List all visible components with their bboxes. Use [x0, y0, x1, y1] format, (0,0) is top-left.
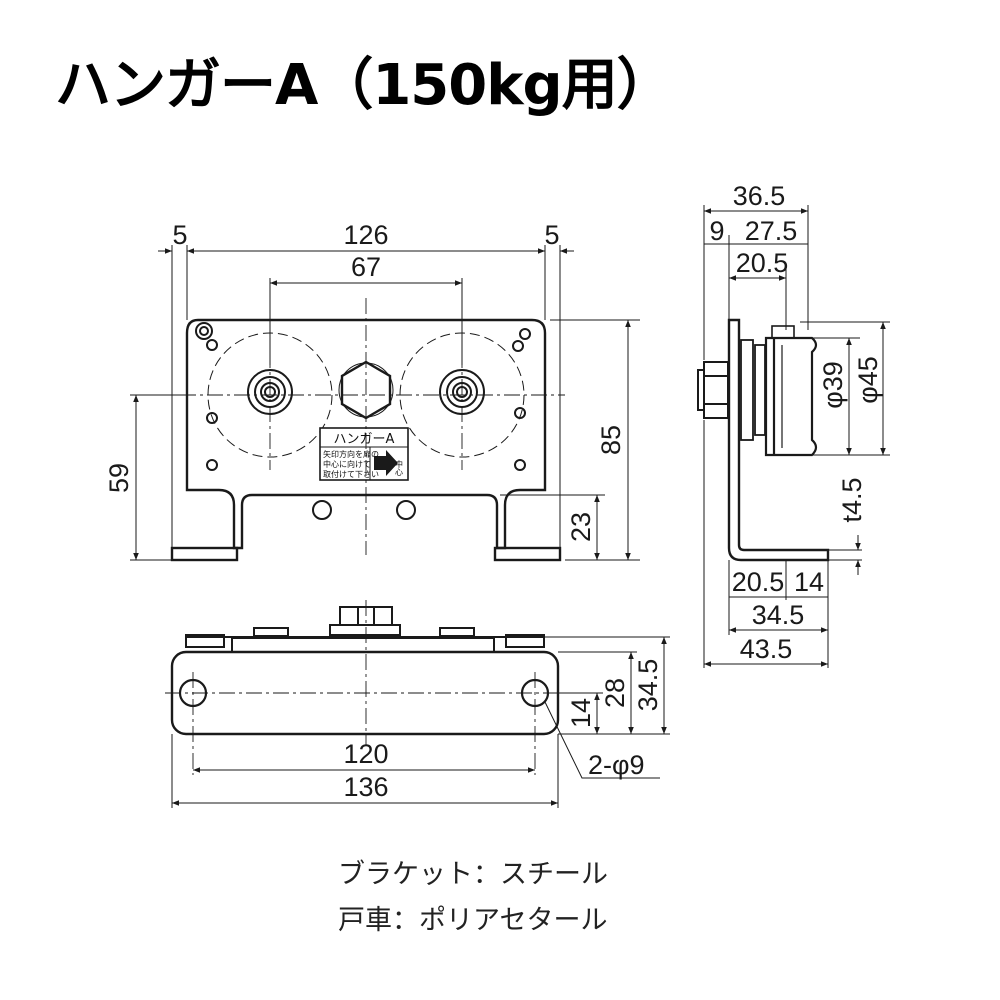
side-dim-width-total: 36.5: [733, 181, 786, 211]
front-dim-height-total: 85: [596, 425, 626, 455]
front-label-line3: 取付けて下さい: [323, 469, 379, 479]
side-dim-base-total: 43.5: [740, 634, 793, 664]
bottom-dim-depth-mid: 28: [600, 678, 630, 708]
front-label-plate: [319, 427, 409, 481]
side-dim-offset: 9: [709, 216, 724, 246]
front-dim-top-right: 5: [544, 220, 559, 250]
side-dim-base-right: 14: [794, 567, 824, 597]
bottom-extension-lines: [171, 636, 670, 808]
material-note-bracket: ブラケット：スチール: [338, 859, 608, 890]
front-dim-top-total: 126: [343, 220, 388, 250]
front-label-line1: 矢印方向を扉の: [323, 449, 379, 459]
front-view: [130, 245, 640, 562]
side-view: [697, 205, 890, 668]
side-dim-base-mid: 34.5: [752, 600, 805, 630]
side-dimension-lines: [704, 208, 886, 667]
front-holes: [195, 322, 531, 520]
side-dim-inner: 20.5: [736, 248, 789, 278]
front-dim-height-center: 59: [104, 463, 134, 493]
bottom-dim-depth-total: 34.5: [633, 659, 663, 712]
front-label-title: ハンガーA: [334, 432, 395, 447]
bottom-dim-depth-hole: 14: [566, 698, 596, 728]
side-dim-thickness: t4.5: [837, 477, 867, 522]
side-axle: [740, 339, 766, 441]
side-dim-base-left: 20.5: [732, 567, 785, 597]
side-dim-dia-inner: φ39: [818, 361, 848, 409]
bottom-hole-spec: 2-φ9: [588, 750, 645, 780]
side-wheel: [764, 325, 818, 457]
side-hex-bolt: [697, 361, 729, 419]
side-dim-wheel-width: 27.5: [745, 216, 798, 246]
front-dim-top-left: 5: [172, 220, 187, 250]
front-dimension-lines: [133, 248, 631, 560]
front-center-lines: [180, 298, 565, 555]
front-bracket-outline: [185, 318, 547, 550]
front-label-line2: 中心に向けて: [323, 459, 371, 469]
bottom-view: [165, 600, 670, 808]
front-label-arrow-icon: [374, 450, 398, 476]
front-foot-right: [493, 546, 562, 562]
bottom-dimension-lines: [172, 637, 667, 806]
front-dim-height-base: 23: [566, 512, 596, 542]
material-note-wheel: 戸車：ポリアセタール: [338, 905, 608, 936]
side-dim-dia-outer: φ45: [853, 356, 883, 404]
bottom-top-parts: [185, 606, 545, 653]
front-label-side: 中心: [395, 459, 404, 476]
front-foot-left: [170, 546, 239, 562]
front-extension-lines: [130, 245, 640, 561]
bottom-center-lines: [165, 600, 570, 775]
hole-leader-line: [544, 701, 660, 779]
bottom-dim-length-total: 136: [343, 772, 388, 802]
page-title: ハンガーA（150kg用）: [55, 53, 673, 118]
side-extension-lines: [703, 205, 890, 668]
front-dim-wheel-spacing: 67: [351, 252, 381, 282]
bottom-dim-hole-pitch: 120: [343, 739, 388, 769]
